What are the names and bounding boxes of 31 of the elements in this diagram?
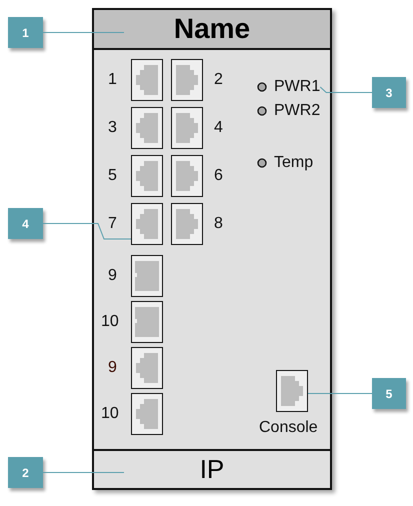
port-number: 10 xyxy=(101,314,119,330)
header-band xyxy=(94,10,330,50)
device-panel xyxy=(92,8,332,490)
led-label: Temp xyxy=(274,155,314,171)
leader-line xyxy=(42,472,124,473)
footer-band xyxy=(94,449,330,488)
port-number: 9 xyxy=(108,360,117,376)
leader-line xyxy=(42,223,132,240)
callout-number: 1 xyxy=(8,17,43,48)
port-number: 3 xyxy=(108,120,117,136)
port-number: 6 xyxy=(214,168,223,184)
port-number: 7 xyxy=(108,216,117,232)
callout-number: 5 xyxy=(372,378,406,409)
leader-line xyxy=(308,393,372,394)
callout-number: 2 xyxy=(8,457,43,488)
port-number: 8 xyxy=(214,216,223,232)
port-number: 10 xyxy=(101,406,119,422)
callout-number: 3 xyxy=(372,77,406,108)
led-label: PWR2 xyxy=(274,103,320,119)
port-number: 4 xyxy=(214,120,223,136)
port-number: 5 xyxy=(108,168,117,184)
led-label: PWR1 xyxy=(274,79,320,95)
ip-address: IP xyxy=(200,454,224,485)
leader-line xyxy=(320,86,372,93)
callout-number: 4 xyxy=(8,208,43,239)
device-name: Name xyxy=(174,13,250,45)
leader-line xyxy=(42,32,124,33)
port-caption: Console xyxy=(259,420,318,436)
port-number: 9 xyxy=(108,268,117,284)
port-number: 2 xyxy=(214,72,223,88)
port-number: 1 xyxy=(108,72,117,88)
